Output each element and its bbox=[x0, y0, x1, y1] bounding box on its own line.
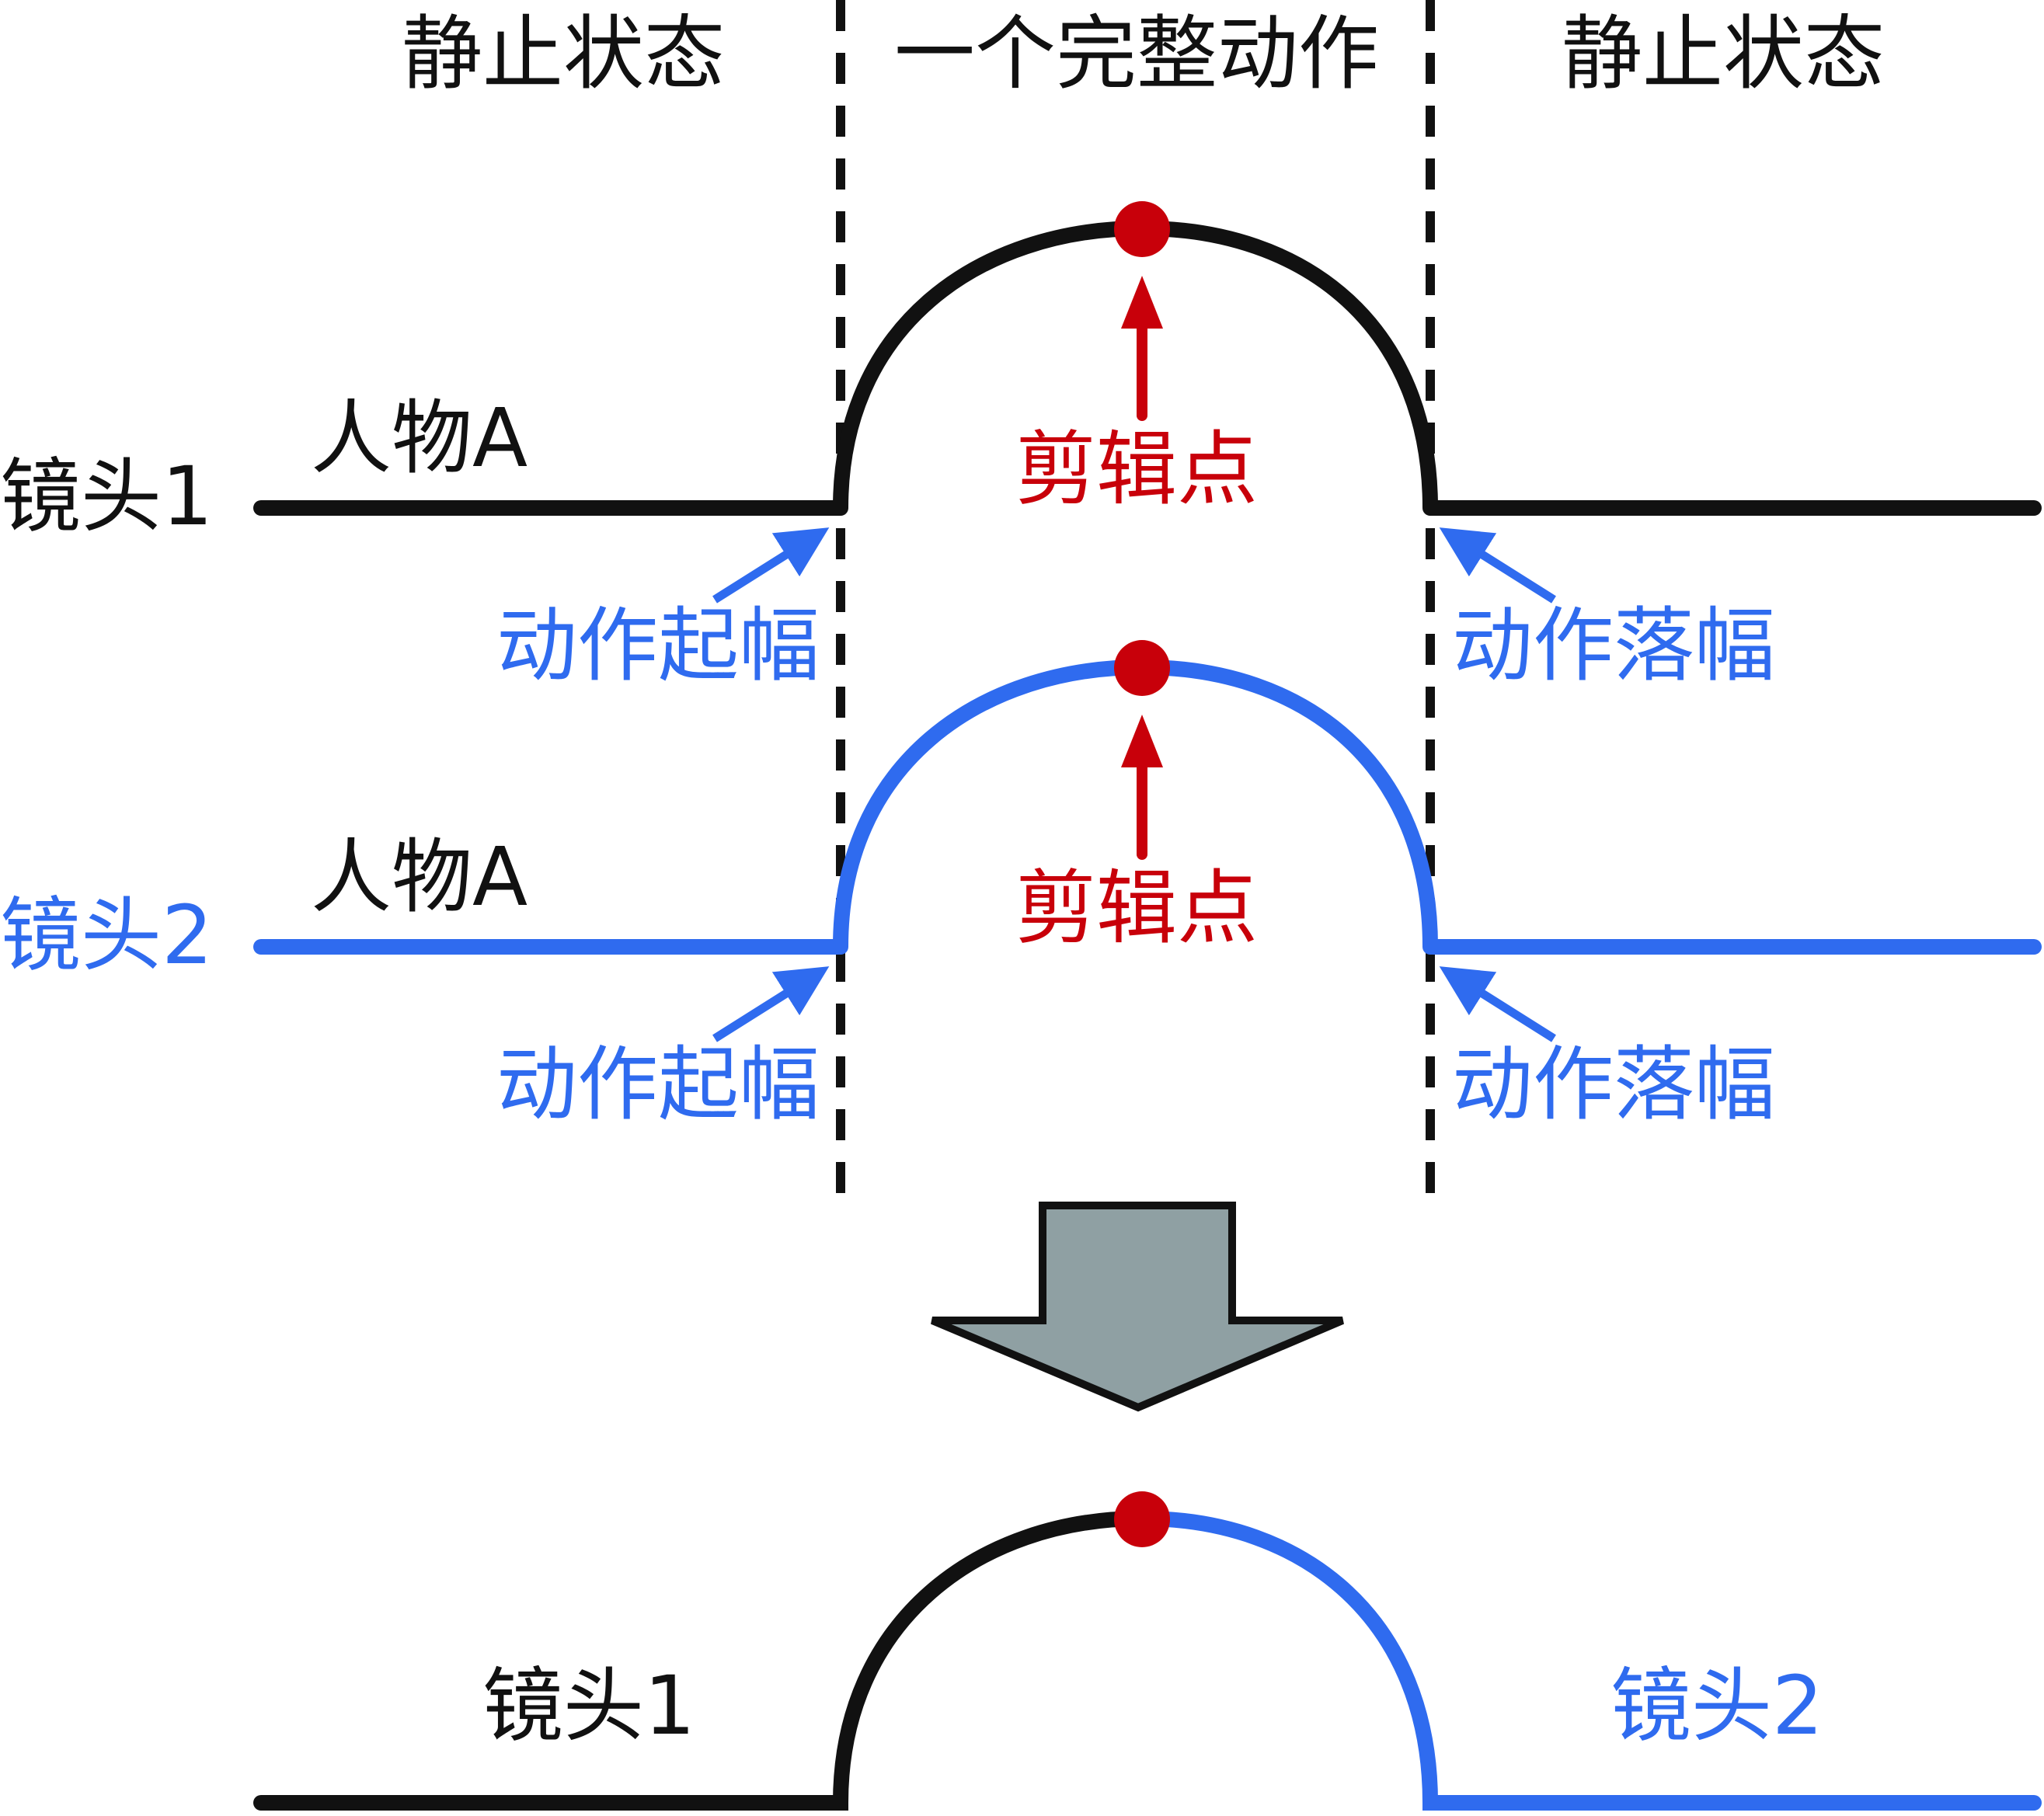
shot1-end-arrow bbox=[1439, 527, 1556, 604]
shot2-track: 剪辑点 镜头2 人物A 动作起幅 动作落幅 bbox=[0, 640, 2042, 1132]
result-curve-shot1 bbox=[253, 1511, 1150, 1811]
shot1-end-label: 动作落幅 bbox=[1452, 598, 1775, 693]
shot1-start-arrow bbox=[712, 527, 830, 604]
shot2-label: 镜头2 bbox=[0, 888, 213, 983]
shot1-start-label: 动作起幅 bbox=[496, 598, 820, 693]
result-shot1-label: 镜头1 bbox=[482, 1658, 695, 1753]
shot1-subject: 人物A bbox=[311, 391, 528, 485]
shot2-start-arrow bbox=[712, 966, 830, 1042]
header-static-right: 静止状态 bbox=[1562, 6, 1885, 101]
result-curve-shot2 bbox=[1134, 1511, 2042, 1811]
shot1-cut-point-dot bbox=[1114, 201, 1170, 257]
header-action: 一个完整动作 bbox=[894, 6, 1379, 101]
header-static-left: 静止状态 bbox=[402, 6, 725, 101]
result-track: 镜头1 镜头2 bbox=[253, 1491, 2042, 1811]
result-shot2-label: 镜头2 bbox=[1610, 1658, 1823, 1753]
shot1-track: 剪辑点 镜头1 人物A 动作起幅 动作落幅 bbox=[0, 201, 2042, 693]
shot1-cut-arrow-head bbox=[1121, 276, 1163, 329]
shot2-cut-point-label: 剪辑点 bbox=[1015, 861, 1258, 955]
shot1-cut-point-label: 剪辑点 bbox=[1015, 422, 1258, 517]
shot2-start-label: 动作起幅 bbox=[496, 1037, 820, 1132]
down-arrow-icon bbox=[931, 1202, 1344, 1412]
shot2-cut-arrow-head bbox=[1121, 715, 1163, 767]
shot2-cut-point-dot bbox=[1114, 640, 1170, 696]
shot2-end-label: 动作落幅 bbox=[1452, 1037, 1775, 1132]
result-cut-point-dot bbox=[1114, 1491, 1170, 1547]
shot2-subject: 人物A bbox=[311, 830, 528, 924]
shot2-end-arrow bbox=[1439, 966, 1556, 1042]
shot1-label: 镜头1 bbox=[0, 449, 213, 544]
